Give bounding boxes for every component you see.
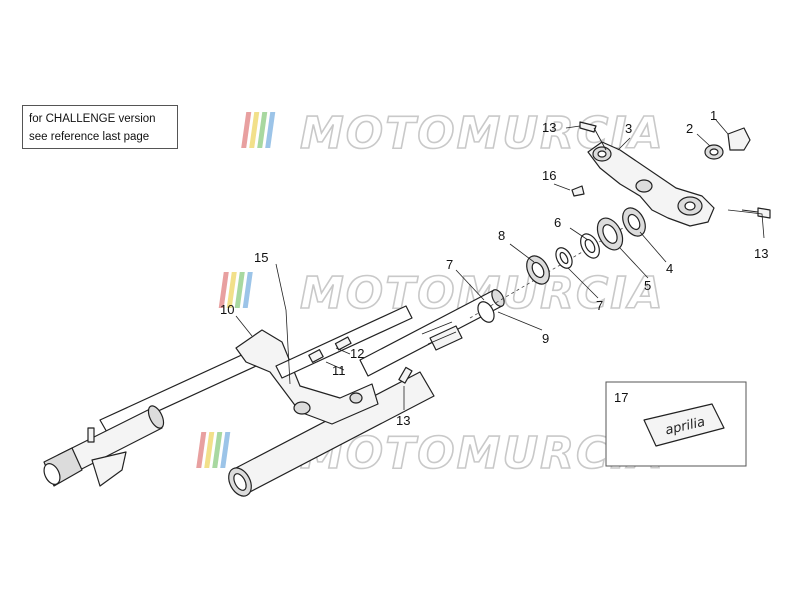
leader-13-right	[727, 209, 765, 239]
bolt-13-right-head	[757, 207, 771, 219]
watermark-stripe	[212, 432, 223, 468]
part-8-bearing-bore	[531, 261, 545, 279]
leader-7-left	[455, 269, 485, 301]
leader-3	[617, 137, 631, 151]
watermark-stripe	[220, 432, 231, 468]
callout-1: 1	[710, 108, 717, 123]
watermark-stripe	[242, 272, 253, 308]
callout-17: 17	[614, 390, 628, 405]
left-caliper-bracket	[91, 451, 127, 487]
left-fork-tab	[87, 427, 95, 443]
steering-bearing-stack	[469, 207, 646, 323]
part-5-bearing-bore	[602, 224, 618, 244]
leader-8	[509, 243, 535, 263]
callout-6: 6	[554, 215, 561, 230]
leader-11	[325, 361, 345, 371]
callout-8: 8	[498, 228, 505, 243]
callout-15: 15	[254, 250, 268, 265]
right-fork-cap	[491, 289, 505, 307]
part-2-nut-hole	[709, 148, 719, 156]
callout-13-bottom: 13	[396, 413, 410, 428]
lower-triple-clamp	[235, 305, 457, 425]
leader-10	[235, 315, 253, 337]
leader-9	[497, 311, 543, 331]
stem-thread	[421, 321, 457, 345]
leader-5	[619, 247, 649, 279]
leader-2	[696, 133, 711, 147]
leader-7-right	[567, 267, 599, 299]
lower-clamp-bore-left	[293, 401, 311, 415]
right-fork-bottom-bore	[233, 473, 247, 491]
watermark-stripe	[196, 432, 207, 468]
clamp-bolt-13	[398, 366, 413, 384]
watermark-stripe	[226, 272, 237, 308]
upper-clamp-right-hole	[684, 201, 696, 211]
part-1-cap	[727, 127, 751, 151]
leader-12	[335, 347, 351, 355]
leader-15	[275, 263, 291, 385]
leader-13-top	[565, 125, 581, 129]
note-line-2: see reference last page	[29, 131, 150, 143]
right-fork-leg	[228, 289, 505, 497]
callout-12: 12	[350, 346, 364, 361]
watermark-stripe	[249, 112, 260, 148]
left-axle-bore	[43, 463, 61, 485]
leader-4	[639, 231, 667, 263]
part-4-cover-bore	[627, 213, 641, 231]
callout-11: 11	[332, 363, 346, 378]
aprilia-badge	[643, 403, 725, 447]
bolt-16	[571, 185, 585, 197]
callout-16: 16	[542, 168, 556, 183]
clamp-bolt-11a	[308, 349, 324, 363]
leader-lines	[235, 119, 765, 410]
leader-6	[569, 227, 589, 241]
watermark-stripe	[265, 112, 276, 148]
callout-13-right: 13	[754, 246, 768, 261]
callout-5: 5	[644, 278, 651, 293]
part-9-seal	[477, 301, 495, 323]
bolt-13-right-shank	[741, 209, 759, 213]
stem-nut-and-cap	[704, 127, 751, 160]
lower-clamp-body	[235, 329, 379, 425]
callout-2: 2	[686, 121, 693, 136]
challenge-version-note: for CHALLENGE version see reference last…	[22, 105, 178, 149]
callout-7-right: 7	[596, 298, 603, 313]
callout-9: 9	[542, 331, 549, 346]
upper-clamp-left-hole	[597, 150, 607, 158]
watermark-text: MOTOMURCIA	[300, 428, 665, 479]
callout-7-left: 7	[446, 257, 453, 272]
callout-10: 10	[220, 302, 234, 317]
lower-clamp-bore-right	[349, 392, 363, 404]
leader-1	[715, 119, 729, 135]
upper-triple-clamp	[587, 141, 715, 227]
callout-3: 3	[625, 121, 632, 136]
watermark-stripe	[218, 272, 229, 308]
note-line-1: for CHALLENGE version	[29, 113, 156, 125]
leader-16	[553, 183, 571, 191]
watermark-stripe	[241, 112, 252, 148]
part-7-washer-hole	[559, 251, 569, 265]
clamp-bolt-12	[334, 336, 352, 351]
upper-clamp-center-bore	[635, 179, 653, 193]
left-fork-seal	[147, 405, 165, 429]
watermark-bottom: MOTOMURCIA	[196, 427, 665, 480]
watermark-stripe	[257, 112, 268, 148]
badge-part-17: 17 aprilia	[605, 381, 747, 467]
bolt-13-top-shank	[593, 127, 607, 151]
callout-4: 4	[666, 261, 673, 276]
upper-bolts	[571, 121, 771, 219]
right-fork-top	[429, 325, 463, 351]
left-fork-leg	[43, 341, 279, 487]
callout-numbers: 1 2 3 13 16 13 4 5 6 7 8 9 7 10 15 11 12…	[220, 108, 768, 428]
watermark-stripe	[234, 272, 245, 308]
watermark-stripe	[204, 432, 215, 468]
callout-13-top: 13	[542, 120, 556, 135]
part-6-ring-nut-hole	[584, 238, 596, 254]
